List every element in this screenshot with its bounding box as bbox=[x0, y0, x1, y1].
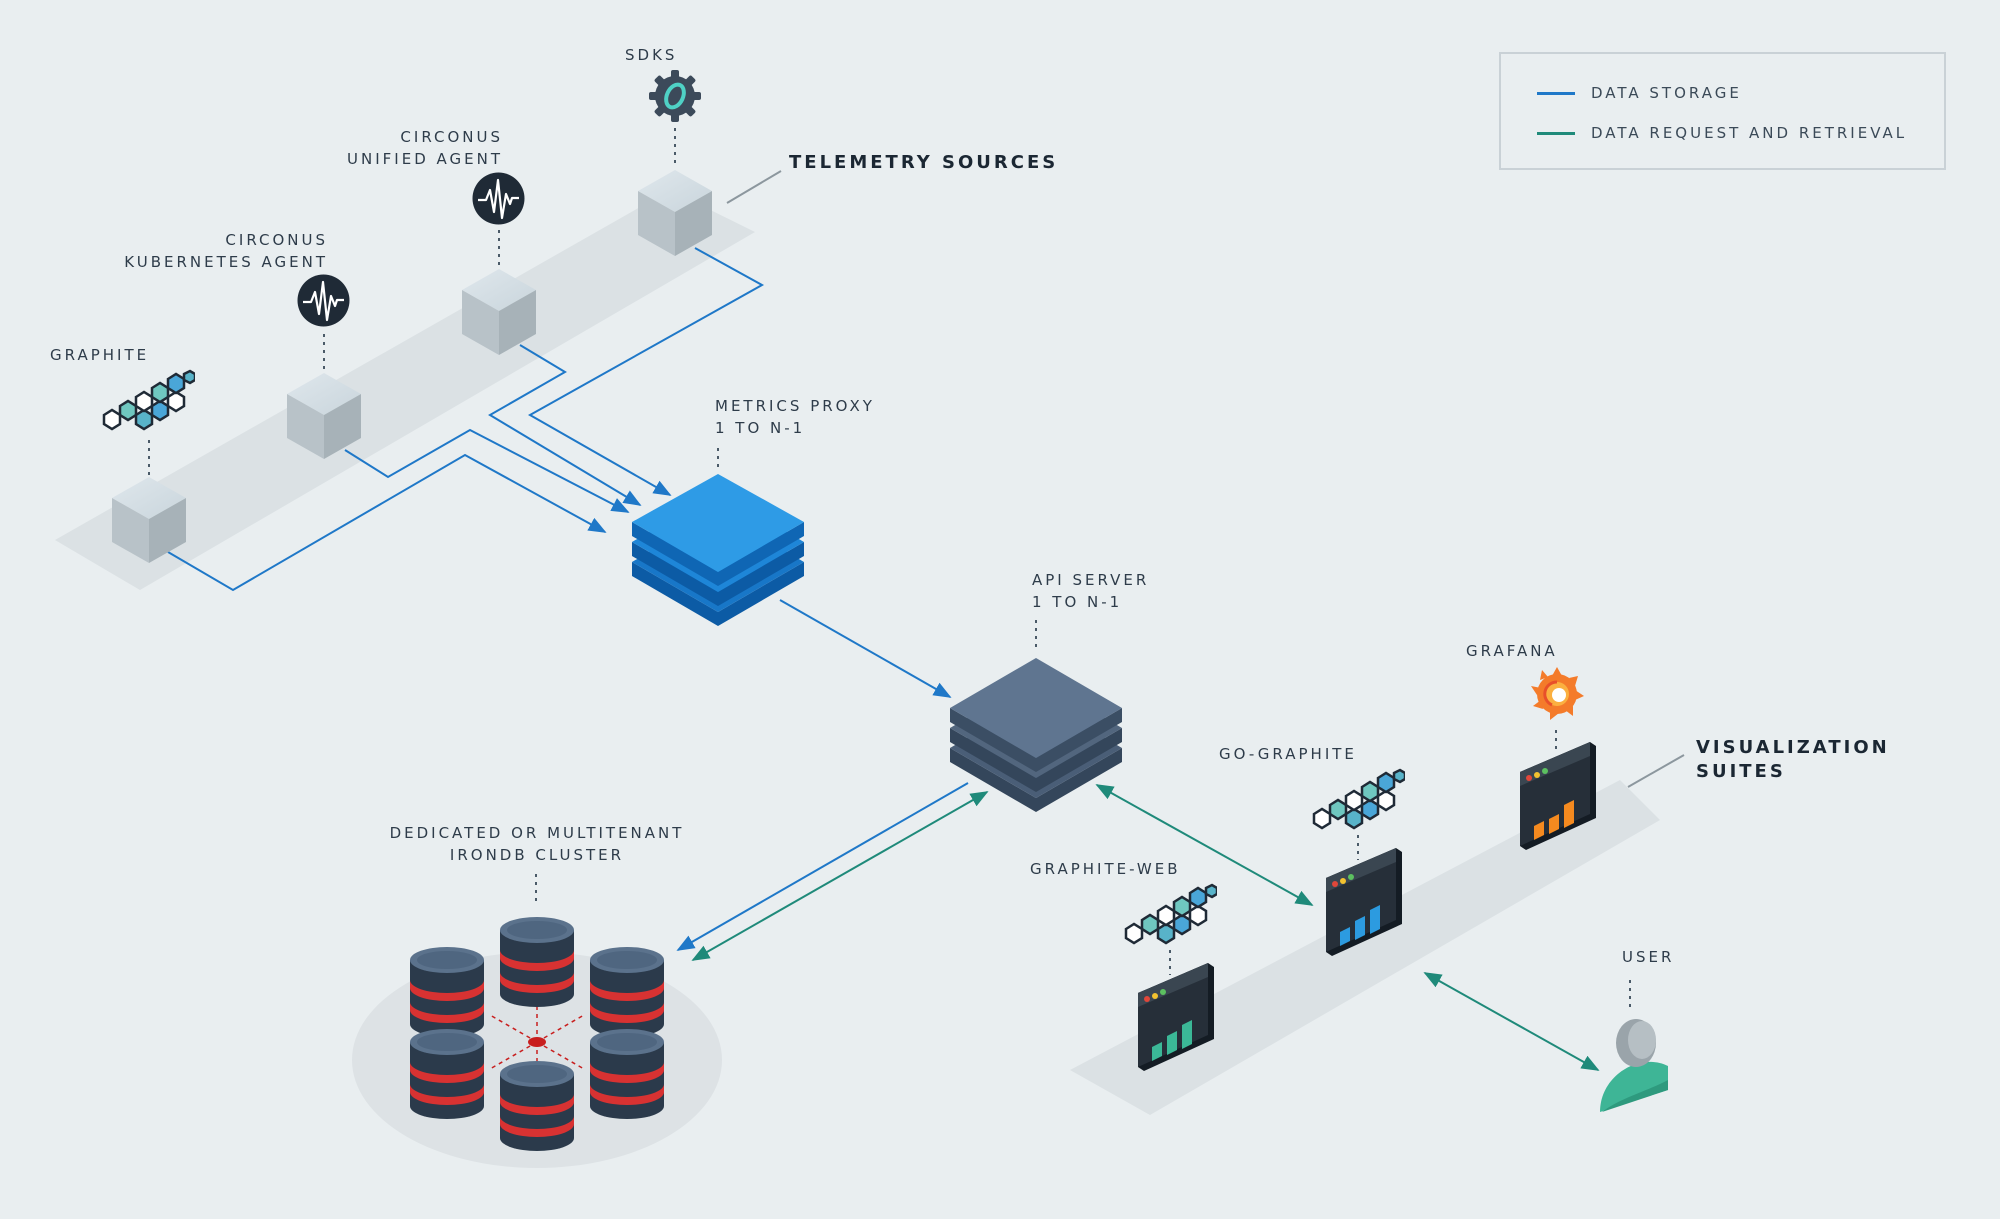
storage-line-unified-agent bbox=[488, 344, 642, 506]
unified-agent-label-line-2: UNIFIED AGENT bbox=[347, 150, 503, 168]
grafana-swirl-icon bbox=[1528, 664, 1586, 722]
kubernetes-agent-label-line-2: KUBERNETES AGENT bbox=[124, 253, 328, 271]
storage-line-graphite bbox=[167, 453, 607, 592]
telemetry-platform bbox=[55, 190, 755, 590]
storage-line-sdks bbox=[527, 247, 765, 496]
database-icon bbox=[499, 1060, 575, 1152]
database-icon bbox=[499, 916, 575, 1008]
visualization-suites-line-1: VISUALIZATION bbox=[1696, 737, 1890, 758]
api-server-label-line-2: 1 TO N-1 bbox=[1032, 593, 1123, 611]
user-icon bbox=[1600, 1019, 1668, 1112]
legend: DATA STORAGE DATA REQUEST AND RETRIEVAL bbox=[1499, 52, 1946, 170]
dotted-connectors bbox=[148, 128, 1631, 1012]
grafana-label: GRAFANA bbox=[1466, 642, 1558, 660]
unified-agent-source-cube bbox=[462, 269, 536, 355]
visualization-platform bbox=[1070, 780, 1660, 1115]
user-label: USER bbox=[1622, 948, 1675, 966]
graphite-source-cube bbox=[112, 477, 186, 563]
metrics-proxy-label: METRICS PROXY 1 TO N-1 bbox=[715, 395, 875, 439]
legend-swatch-retrieval bbox=[1537, 131, 1575, 135]
metrics-proxy-label-line-1: METRICS PROXY bbox=[715, 397, 875, 415]
browser-chart-icon bbox=[1322, 848, 1404, 968]
legend-label: DATA STORAGE bbox=[1591, 84, 1742, 102]
database-icon bbox=[589, 1028, 665, 1120]
kubernetes-agent-label-line-1: CIRCONUS bbox=[225, 231, 328, 249]
legend-item-storage: DATA STORAGE bbox=[1537, 82, 1742, 104]
database-icon bbox=[409, 1028, 485, 1120]
pulse-icon bbox=[472, 172, 525, 225]
metrics-proxy-label-line-2: 1 TO N-1 bbox=[715, 419, 806, 437]
irondb-cluster-label: DEDICATED OR MULTITENANT IRONDB CLUSTER bbox=[357, 822, 717, 866]
storage-line-api-to-cluster bbox=[676, 782, 969, 951]
sdks-label: SDKS bbox=[625, 46, 678, 64]
visualization-suites-heading: VISUALIZATION SUITES bbox=[1696, 736, 1890, 784]
unified-agent-label: CIRCONUS UNIFIED AGENT bbox=[347, 126, 503, 170]
retrieval-line-cluster-to-api bbox=[691, 791, 989, 961]
legend-label: DATA REQUEST AND RETRIEVAL bbox=[1591, 124, 1908, 142]
visualization-suites-line-2: SUITES bbox=[1696, 761, 1786, 782]
kubernetes-agent-source-cube bbox=[287, 373, 361, 459]
legend-swatch-storage bbox=[1537, 91, 1575, 95]
retrieval-line-user bbox=[1423, 972, 1600, 1071]
pulse-icon bbox=[297, 274, 350, 327]
graphite-hex-icon bbox=[100, 366, 197, 436]
browser-chart-icon bbox=[1516, 742, 1598, 862]
graphite-hex-icon bbox=[1122, 880, 1219, 950]
api-server-stack bbox=[950, 658, 1122, 812]
irondb-cluster-label-line-2: IRONDB CLUSTER bbox=[449, 846, 625, 864]
sdks-source-cube bbox=[638, 170, 712, 256]
legend-item-retrieval: DATA REQUEST AND RETRIEVAL bbox=[1537, 122, 1907, 144]
gear-icon bbox=[647, 68, 703, 124]
api-server-label: API SERVER 1 TO N-1 bbox=[1032, 569, 1149, 613]
api-server-label-line-1: API SERVER bbox=[1032, 571, 1150, 589]
graphite-label: GRAPHITE bbox=[50, 346, 150, 364]
database-icon bbox=[409, 946, 485, 1038]
telemetry-sources-heading: TELEMETRY SOURCES bbox=[789, 152, 1059, 173]
metrics-proxy-stack bbox=[632, 474, 804, 626]
go-graphite-label: GO-GRAPHITE bbox=[1219, 745, 1357, 763]
unified-agent-label-line-1: CIRCONUS bbox=[400, 128, 503, 146]
cluster-hub bbox=[528, 1037, 546, 1047]
leader-lines bbox=[726, 170, 1685, 788]
retrieval-lines bbox=[691, 784, 1600, 1071]
graphite-web-label: GRAPHITE-WEB bbox=[1030, 860, 1181, 878]
kubernetes-agent-label: CIRCONUS KUBERNETES AGENT bbox=[124, 229, 328, 273]
browser-chart-icon bbox=[1134, 963, 1216, 1083]
storage-line-proxy-to-api bbox=[779, 599, 952, 698]
graphite-hex-icon bbox=[1310, 765, 1407, 835]
storage-line-kubernetes-agent bbox=[344, 428, 630, 513]
database-icon bbox=[589, 946, 665, 1038]
irondb-cluster-label-line-1: DEDICATED OR MULTITENANT bbox=[389, 824, 685, 842]
retrieval-line-api-to-go-graphite bbox=[1095, 784, 1314, 906]
